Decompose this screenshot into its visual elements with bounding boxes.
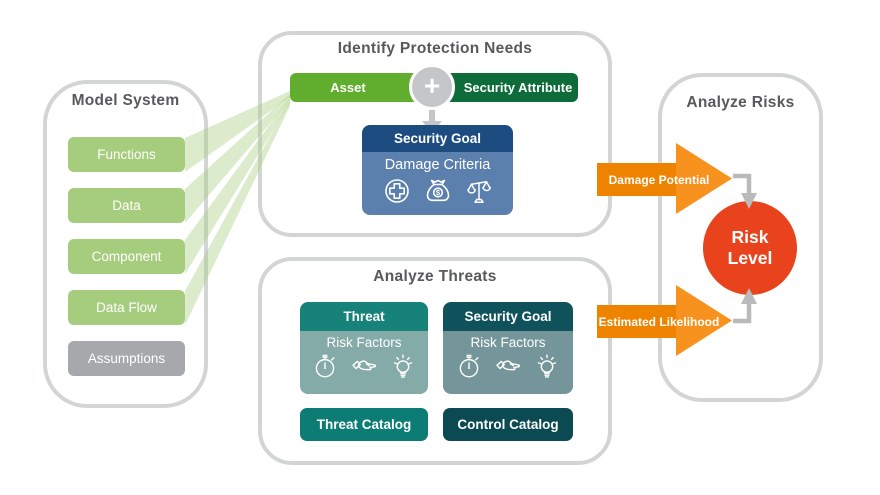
security-goal-header: Security Goal xyxy=(362,125,513,152)
analyze-threats-title: Analyze Threats xyxy=(373,268,497,285)
model-item-data: Data xyxy=(68,188,185,223)
lightbulb-icon xyxy=(393,354,413,378)
security-attribute-bar: Security Attribute xyxy=(432,73,578,102)
security-goal-box: Security Goal Damage Criteria $ xyxy=(362,125,513,215)
justice-scales-icon xyxy=(466,181,491,203)
identify-protection-needs-title: Identify Protection Needs xyxy=(337,40,533,57)
money-bag-icon: $ xyxy=(426,179,449,202)
security-goal-card: Security Goal Risk Factors xyxy=(443,302,573,394)
damage-potential-label: Damage Potential xyxy=(608,172,710,187)
threat-card: Threat Risk Factors xyxy=(300,302,428,394)
risk-factors-label: Risk Factors xyxy=(470,335,546,350)
lightbulb-icon xyxy=(537,354,557,378)
hand-icon xyxy=(352,360,377,371)
goal-risk-factors-body: Risk Factors xyxy=(443,331,573,394)
model-item-data-flow: Data Flow xyxy=(68,290,185,325)
medical-cross-icon xyxy=(384,179,409,203)
model-system-title: Model System xyxy=(71,92,180,109)
risk-level-line2: Level xyxy=(727,248,773,268)
control-catalog-button: Control Catalog xyxy=(443,408,573,441)
model-item-assumptions: Assumptions xyxy=(68,341,185,376)
stopwatch-icon xyxy=(315,354,335,378)
plus-icon: + xyxy=(409,64,455,110)
plus-sign: + xyxy=(423,69,441,101)
estimated-likelihood-label: Estimated Likelihood xyxy=(598,314,720,329)
asset-bar: Asset xyxy=(290,73,432,102)
analyze-risks-title: Analyze Risks xyxy=(686,94,795,111)
threat-card-header: Threat xyxy=(300,302,428,331)
damage-criteria-body: Damage Criteria $ xyxy=(362,152,513,215)
hand-icon xyxy=(496,360,521,371)
risk-factors-label: Risk Factors xyxy=(326,335,402,350)
damage-criteria-label: Damage Criteria xyxy=(384,157,491,173)
threat-catalog-button: Threat Catalog xyxy=(300,408,428,441)
security-goal-card-header: Security Goal xyxy=(443,302,573,331)
model-item-functions: Functions xyxy=(68,137,185,172)
threat-risk-factors-body: Risk Factors xyxy=(300,331,428,394)
model-item-component: Component xyxy=(68,239,185,274)
svg-text:$: $ xyxy=(435,188,440,197)
risk-level-circle: Risk Level xyxy=(703,201,797,295)
risk-level-line1: Risk xyxy=(731,227,769,247)
stopwatch-icon xyxy=(459,354,479,378)
